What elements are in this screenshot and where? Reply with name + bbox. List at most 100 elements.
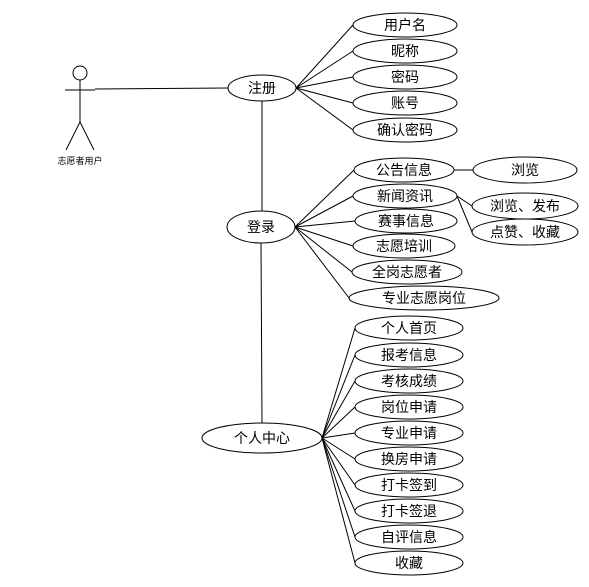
register-item-3-label: 账号 (391, 96, 419, 112)
register-item-0: 用户名 (352, 12, 458, 38)
login-item-4-shape (351, 259, 463, 285)
register-item-1-label: 昵称 (391, 44, 419, 60)
personal-item-8-label: 自评信息 (381, 529, 437, 546)
login-item-2-label: 赛事信息 (378, 213, 434, 230)
login-item-line (294, 169, 355, 228)
register-item-2-shape (352, 64, 458, 90)
personal-item-line (321, 432, 356, 439)
actor-to-register-line (94, 87, 229, 90)
personal-item-line (321, 406, 356, 439)
login-item-line (294, 220, 356, 228)
register-item-line (295, 76, 354, 89)
personal-item-7: 打卡签退 (354, 498, 464, 524)
personal-center-node: 个人中心 (201, 422, 323, 454)
news-sub-1: 点赞、收藏 (471, 218, 579, 246)
register-item-2: 密码 (352, 64, 458, 90)
personal-item-4: 专业申请 (354, 420, 464, 446)
register-node: 注册 (227, 74, 297, 102)
register-item-4-shape (352, 117, 458, 143)
personal-item-1-label: 报考信息 (381, 347, 437, 364)
login-item-line (294, 226, 354, 247)
personal-center-node-shape (201, 422, 323, 454)
news-sub-line (456, 195, 473, 207)
personal-item-4-shape (354, 420, 464, 446)
personal-item-0-shape (354, 315, 464, 341)
news-sub-1-label: 点赞、收藏 (490, 225, 560, 241)
register-node-shape (227, 74, 297, 102)
personal-item-9-shape (354, 550, 464, 576)
register-item-line (295, 50, 354, 89)
personal-item-2: 考核成绩 (354, 368, 464, 394)
login-item-3: 志愿培训 (352, 233, 456, 259)
login-item-1-label: 新闻资讯 (377, 189, 433, 205)
personal-item-1-shape (354, 342, 464, 368)
register-item-line (295, 24, 354, 89)
register-item-line (295, 87, 354, 131)
register-item-line (295, 87, 354, 104)
personal-item-0: 个人首页 (354, 315, 464, 341)
login-item-0: 公告信息 (353, 157, 455, 183)
login-item-0-label: 公告信息 (376, 162, 432, 179)
login-item-2: 赛事信息 (354, 208, 458, 234)
login-item-4-label: 全岗志愿者 (372, 264, 442, 281)
personal-item-8: 自评信息 (354, 524, 464, 550)
personal-item-line (321, 327, 356, 439)
personal-item-6-shape (354, 472, 464, 498)
login-item-1-shape (352, 183, 458, 209)
login-item-4: 全岗志愿者 (351, 259, 463, 285)
announce-sub-0: 浏览 (472, 156, 578, 184)
register-item-1-shape (352, 38, 458, 64)
personal-item-4-label: 专业申请 (381, 426, 437, 442)
personal-item-0-label: 个人首页 (381, 321, 437, 337)
personal-item-line (321, 354, 356, 439)
personal-item-line (321, 437, 356, 486)
personal-item-5: 换房申请 (354, 446, 464, 472)
login-item-5: 专业志愿岗位 (348, 285, 500, 311)
personal-item-line (321, 437, 356, 460)
personal-item-5-shape (354, 446, 464, 472)
personal-item-9: 收藏 (354, 550, 464, 576)
login-item-3-shape (352, 233, 456, 259)
personal-item-line (321, 380, 356, 439)
personal-item-line (321, 437, 356, 564)
register-node-label: 注册 (248, 81, 276, 97)
register-item-3-shape (352, 90, 458, 116)
register-item-3: 账号 (352, 90, 458, 116)
personal-center-node-label: 个人中心 (234, 431, 290, 447)
news-sub-0: 浏览、发布 (471, 192, 579, 220)
actor-label: 志愿者用户 (57, 155, 102, 167)
personal-item-9-label: 收藏 (395, 556, 423, 572)
personal-item-6: 打卡签到 (354, 472, 464, 498)
login-item-line (294, 226, 350, 299)
edges (94, 24, 477, 564)
actor-icon (65, 65, 95, 151)
login-node-shape (226, 210, 296, 244)
personal-item-3-label: 岗位申请 (381, 400, 437, 416)
announce-sub-0-shape (472, 156, 578, 184)
personal-item-2-label: 考核成绩 (381, 374, 437, 390)
register-item-2-label: 密码 (391, 69, 419, 86)
nodes: 用户名昵称密码账号确认密码公告信息新闻资讯赛事信息志愿培训全岗志愿者专业志愿岗位… (201, 12, 579, 576)
announce-sub-0-label: 浏览 (511, 163, 539, 179)
login-to-personal-line (260, 242, 263, 424)
news-sub-0-label: 浏览、发布 (490, 199, 560, 215)
personal-item-1: 报考信息 (354, 342, 464, 368)
register-item-0-label: 用户名 (384, 17, 426, 34)
news-sub-1-shape (471, 218, 579, 246)
login-item-line (294, 195, 354, 228)
login-item-0-shape (353, 157, 455, 183)
register-item-1: 昵称 (352, 38, 458, 64)
personal-item-3: 岗位申请 (354, 394, 464, 420)
personal-item-8-shape (354, 524, 464, 550)
login-item-1: 新闻资讯 (352, 183, 458, 209)
personal-item-7-label: 打卡签退 (381, 503, 437, 520)
personal-item-3-shape (354, 394, 464, 420)
login-item-2-shape (354, 208, 458, 234)
personal-item-line (321, 437, 356, 512)
login-node: 登录 (226, 210, 296, 244)
login-item-5-shape (348, 285, 500, 311)
personal-item-6-label: 打卡签到 (381, 477, 437, 494)
personal-item-5-label: 换房申请 (381, 451, 437, 468)
